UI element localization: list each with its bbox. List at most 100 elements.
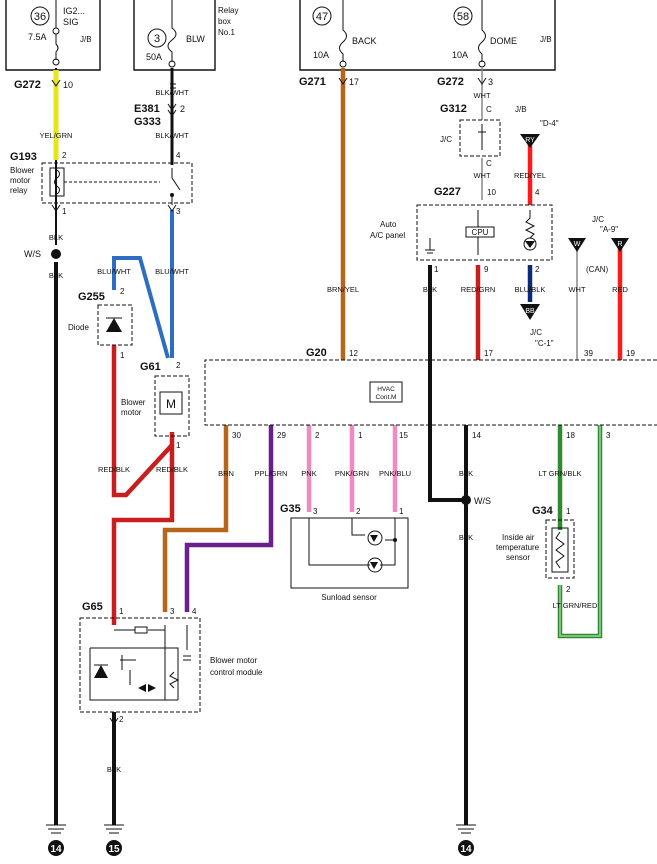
- svg-text:G227: G227: [434, 186, 461, 198]
- svg-text:BLK: BLK: [49, 271, 63, 280]
- svg-text:1: 1: [434, 265, 439, 274]
- svg-text:M: M: [166, 397, 176, 411]
- svg-text:12: 12: [349, 349, 358, 358]
- svg-text:1: 1: [120, 351, 125, 360]
- svg-text:Blower motor: Blower motor: [210, 656, 257, 665]
- svg-text:SIG: SIG: [63, 17, 79, 27]
- svg-text:14: 14: [460, 844, 472, 855]
- svg-text:W: W: [574, 241, 581, 248]
- svg-text:15: 15: [399, 431, 408, 440]
- svg-text:LT GRN/BLK: LT GRN/BLK: [538, 469, 581, 478]
- svg-text:control module: control module: [210, 668, 263, 677]
- svg-text:W/S: W/S: [24, 249, 41, 259]
- svg-text:3: 3: [606, 431, 611, 440]
- sunload-sensor-g35: G35 3 2 1 Sunload sensor: [280, 503, 409, 602]
- svg-text:A/C panel: A/C panel: [370, 231, 405, 240]
- svg-text:BLW: BLW: [186, 34, 205, 44]
- blower-motor-relay: G193 2 4 Blower motor relay 1 3: [10, 151, 193, 216]
- svg-text:15: 15: [108, 844, 120, 855]
- svg-text:BLK: BLK: [49, 233, 63, 242]
- svg-text:motor: motor: [121, 408, 142, 417]
- svg-text:2: 2: [176, 361, 181, 370]
- svg-text:2: 2: [180, 104, 185, 114]
- svg-text:2: 2: [120, 287, 125, 296]
- svg-text:G61: G61: [140, 361, 161, 373]
- svg-text:BRN/YEL: BRN/YEL: [327, 285, 359, 294]
- svg-text:J/B: J/B: [80, 35, 92, 44]
- fuse-3-box: 3 BLW 50A Relay box No.1: [133, 0, 238, 71]
- svg-text:1: 1: [566, 507, 571, 516]
- wire-brn: [162, 425, 229, 612]
- wire-red-blk-a: [111, 345, 175, 498]
- ground-15: 15: [104, 824, 124, 856]
- svg-text:motor: motor: [10, 176, 31, 185]
- svg-text:BLU/WHT: BLU/WHT: [97, 267, 131, 276]
- svg-text:relay: relay: [10, 186, 27, 195]
- svg-text:3: 3: [176, 207, 181, 216]
- auto-ac-panel-g227: G227 10 4 Auto A/C panel CPU 1 9 2: [370, 186, 553, 274]
- fuse-47-58-box: 47 BACK 10A 58 DOME 10A J/B: [299, 0, 556, 71]
- hvac-control-module-g20: G20 HVAC Cont.M 12 17 39 19 30 29 2 1 15…: [204, 347, 657, 440]
- svg-text:1: 1: [176, 441, 181, 450]
- svg-text:RED/BLK: RED/BLK: [98, 465, 130, 474]
- svg-text:Blower: Blower: [10, 166, 35, 175]
- svg-text:RY: RY: [525, 137, 535, 144]
- svg-text:50A: 50A: [146, 52, 162, 62]
- svg-text:4: 4: [192, 607, 197, 616]
- conn-g272b: G272: [437, 76, 464, 88]
- svg-text:BACK: BACK: [352, 36, 377, 46]
- svg-text:47: 47: [316, 11, 328, 23]
- wire-red-blk-b: [111, 445, 175, 625]
- svg-text:DOME: DOME: [490, 36, 517, 46]
- jc-g312: G312 C J/C C: [440, 103, 501, 168]
- svg-text:4: 4: [535, 188, 540, 197]
- svg-text:4: 4: [176, 151, 181, 160]
- svg-text:19: 19: [626, 349, 635, 358]
- svg-text:LT GRN/RED: LT GRN/RED: [553, 601, 598, 610]
- conn-g271: G271: [299, 76, 326, 88]
- svg-text:2: 2: [62, 151, 67, 160]
- wire-blk-auto-ac: [428, 265, 466, 502]
- svg-text:1: 1: [119, 607, 124, 616]
- svg-text:RED/YEL: RED/YEL: [514, 171, 546, 180]
- svg-text:WHT: WHT: [473, 171, 490, 180]
- svg-text:18: 18: [566, 431, 575, 440]
- svg-text:W/S: W/S: [474, 496, 491, 506]
- svg-text:C: C: [486, 105, 492, 114]
- svg-text:2: 2: [119, 715, 124, 724]
- svg-text:BLK: BLK: [459, 469, 473, 478]
- svg-text:10: 10: [487, 188, 496, 197]
- svg-text:BLK/WHT: BLK/WHT: [155, 88, 189, 97]
- svg-text:RED/GRN: RED/GRN: [461, 285, 496, 294]
- svg-text:PNK/BLU: PNK/BLU: [379, 469, 411, 478]
- fuse-36-box: 36 IG2... SIG 7.5A J/B: [5, 0, 101, 71]
- wire-ppl-grn: [184, 425, 274, 612]
- svg-text:3: 3: [313, 507, 318, 516]
- svg-text:J/C: J/C: [440, 135, 452, 144]
- conn-e381: E381: [134, 103, 160, 115]
- svg-text:BLU/WHT: BLU/WHT: [155, 267, 189, 276]
- svg-text:BLK/WHT: BLK/WHT: [155, 131, 189, 140]
- svg-text:(CAN): (CAN): [586, 265, 609, 274]
- svg-text:BB: BB: [525, 308, 535, 315]
- svg-text:2: 2: [315, 431, 320, 440]
- svg-text:"A-9": "A-9": [600, 225, 618, 234]
- svg-text:7.5A: 7.5A: [28, 32, 47, 42]
- svg-text:1: 1: [399, 507, 404, 516]
- svg-text:G34: G34: [532, 505, 554, 517]
- can-terminals: J/C "A-9" W R (CAN): [568, 215, 629, 274]
- svg-text:2: 2: [535, 265, 540, 274]
- conn-g333: G333: [134, 116, 161, 128]
- svg-text:1: 1: [62, 207, 67, 216]
- svg-text:No.1: No.1: [218, 28, 235, 37]
- blower-motor-g61: G61 2 Blower motor M 1: [121, 361, 190, 450]
- svg-text:14: 14: [472, 431, 481, 440]
- svg-text:3: 3: [170, 607, 175, 616]
- svg-text:10A: 10A: [313, 50, 329, 60]
- svg-text:J/C: J/C: [530, 328, 542, 337]
- svg-text:"D-4": "D-4": [540, 119, 559, 128]
- svg-text:PNK/GRN: PNK/GRN: [335, 469, 369, 478]
- svg-text:9: 9: [484, 265, 489, 274]
- svg-text:box: box: [218, 17, 231, 26]
- svg-text:2: 2: [356, 507, 361, 516]
